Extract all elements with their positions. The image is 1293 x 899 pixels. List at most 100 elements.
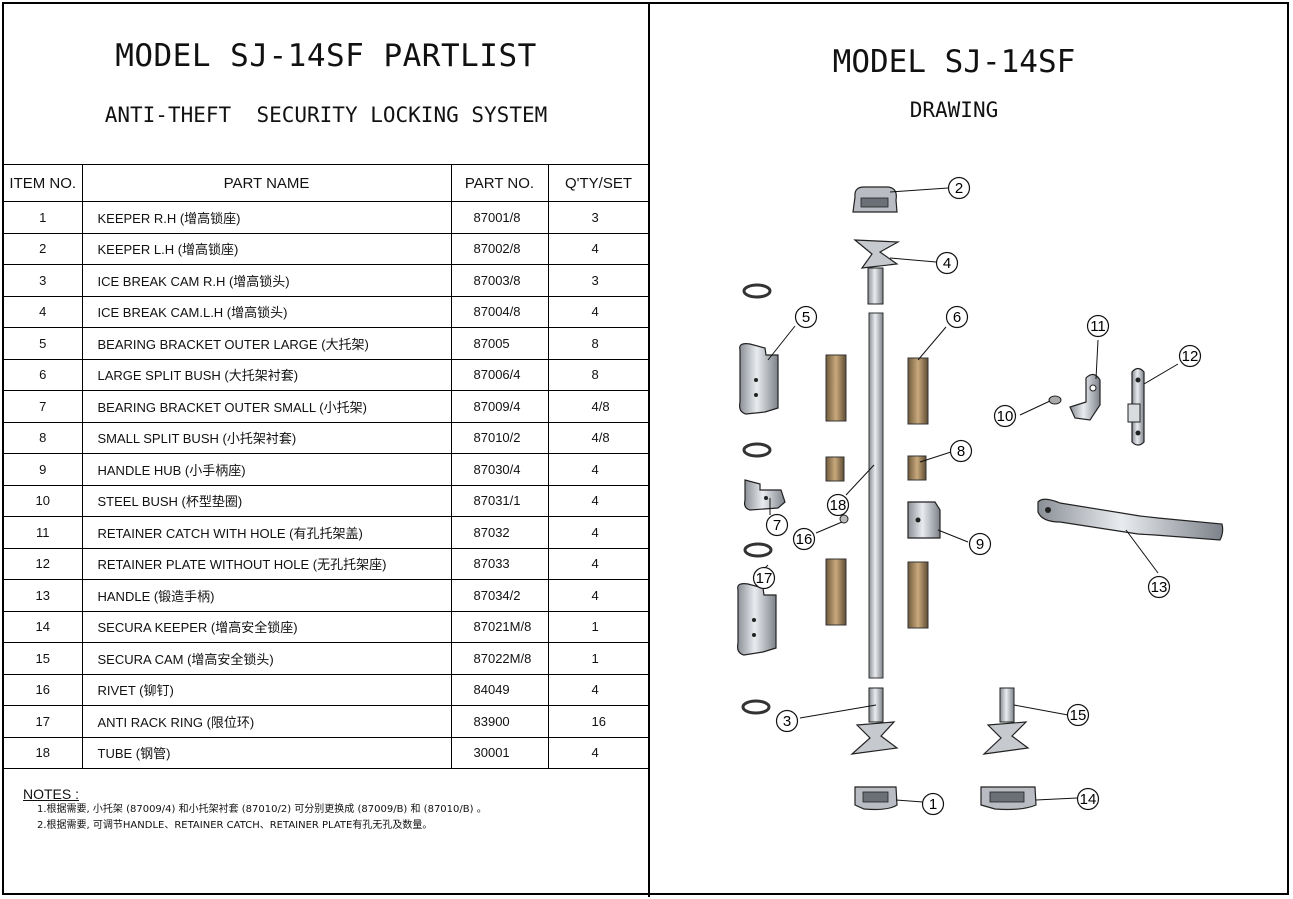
qty-cell: 1 bbox=[547, 610, 650, 643]
part-no-cell: 87034/2 bbox=[450, 579, 549, 612]
qty-cell: 4/8 bbox=[547, 390, 650, 423]
qty-cell: 4/8 bbox=[547, 421, 650, 454]
callout-label: 4 bbox=[943, 255, 951, 272]
qty-cell: 4 bbox=[547, 453, 650, 486]
header-part-name: PART NAME bbox=[81, 164, 452, 202]
retainer-plate-part bbox=[1127, 367, 1145, 446]
qty-cell: 4 bbox=[547, 736, 650, 769]
cam-rh-part bbox=[850, 687, 899, 755]
callout-12: 12 bbox=[1178, 344, 1202, 368]
part-no-cell: 87021M/8 bbox=[450, 610, 549, 643]
qty-cell: 4 bbox=[547, 579, 650, 612]
callout-6: 6 bbox=[945, 305, 969, 329]
large-split-bush-part bbox=[825, 354, 929, 629]
part-name-cell: TUBE (钢管) bbox=[81, 736, 452, 769]
part-no-cell: 30001 bbox=[450, 736, 549, 769]
callout-10: 10 bbox=[993, 404, 1017, 428]
tube-part bbox=[868, 312, 884, 679]
part-no-cell: 87032 bbox=[450, 516, 549, 549]
qty-cell: 4 bbox=[547, 484, 650, 517]
anti-rack-rings bbox=[741, 283, 773, 715]
item-no-cell: 1 bbox=[4, 201, 83, 234]
cam-lh-part bbox=[853, 239, 901, 305]
callout-3: 3 bbox=[775, 709, 799, 733]
callout-circle bbox=[949, 439, 973, 463]
callout-16: 16 bbox=[792, 527, 816, 551]
part-name-cell: SECURA KEEPER (增高安全锁座) bbox=[81, 610, 452, 643]
callout-label: 5 bbox=[802, 309, 810, 326]
callout-circle bbox=[921, 792, 945, 816]
callout-circle bbox=[993, 404, 1017, 428]
callout-circle bbox=[794, 305, 818, 329]
part-no-cell: 87003/8 bbox=[450, 264, 549, 297]
callout-circle bbox=[968, 532, 992, 556]
qty-cell: 3 bbox=[547, 264, 650, 297]
callout-label: 9 bbox=[976, 536, 984, 553]
callout-circle bbox=[775, 709, 799, 733]
item-no-cell: 10 bbox=[4, 484, 83, 517]
callout-label: 14 bbox=[1080, 791, 1097, 808]
callout-18: 18 bbox=[826, 493, 850, 517]
callout-2: 2 bbox=[947, 176, 971, 200]
partlist-title: MODEL SJ-14SF PARTLIST bbox=[115, 38, 537, 74]
callout-7: 7 bbox=[765, 513, 789, 537]
callout-label: 2 bbox=[955, 180, 963, 197]
header-item-no: ITEM NO. bbox=[4, 164, 83, 202]
callout-14: 14 bbox=[1076, 787, 1100, 811]
callout-label: 12 bbox=[1182, 348, 1199, 365]
part-name-cell: BEARING BRACKET OUTER LARGE (大托架) bbox=[81, 327, 452, 360]
part-no-cell: 87031/1 bbox=[450, 484, 549, 517]
part-no-cell: 83900 bbox=[450, 705, 549, 738]
qty-cell: 8 bbox=[547, 358, 650, 391]
callout-8: 8 bbox=[949, 439, 973, 463]
handle-hub-part bbox=[907, 501, 941, 539]
qty-cell: 4 bbox=[547, 516, 650, 549]
part-name-cell: ANTI RACK RING (限位环) bbox=[81, 705, 452, 738]
callout-9: 9 bbox=[968, 532, 992, 556]
callout-label: 7 bbox=[773, 517, 781, 534]
qty-cell: 8 bbox=[547, 327, 650, 360]
small-split-bush-part bbox=[825, 455, 927, 482]
part-name-cell: LARGE SPLIT BUSH (大托架衬套) bbox=[81, 358, 452, 391]
part-no-cell: 84049 bbox=[450, 673, 549, 706]
item-no-cell: 7 bbox=[4, 390, 83, 423]
callout-circle bbox=[945, 305, 969, 329]
steel-bush-part bbox=[1048, 395, 1062, 405]
header-qty: Q'TY/SET bbox=[547, 164, 650, 202]
secura-keeper-part bbox=[980, 786, 1037, 811]
callout-label: 17 bbox=[756, 570, 773, 587]
qty-cell: 3 bbox=[547, 201, 650, 234]
part-no-cell: 87033 bbox=[450, 547, 549, 580]
part-no-cell: 87022M/8 bbox=[450, 642, 549, 675]
qty-cell: 4 bbox=[547, 232, 650, 265]
qty-cell: 16 bbox=[547, 705, 650, 738]
note-line-1: 1.根据需要, 小托架 (87009/4) 和小托架衬套 (87010/2) 可… bbox=[37, 804, 487, 815]
part-name-cell: BEARING BRACKET OUTER SMALL (小托架) bbox=[81, 390, 452, 423]
callouts-layer bbox=[764, 187, 1179, 803]
callout-15: 15 bbox=[1066, 703, 1090, 727]
header-part-no: PART NO. bbox=[450, 164, 549, 202]
item-no-cell: 3 bbox=[4, 264, 83, 297]
callout-circle bbox=[1147, 575, 1171, 599]
bracket-small-part bbox=[743, 479, 786, 511]
retainer-catch-part bbox=[1069, 373, 1101, 421]
item-no-cell: 4 bbox=[4, 295, 83, 328]
callout-4: 4 bbox=[935, 251, 959, 275]
item-no-cell: 2 bbox=[4, 232, 83, 265]
rivet-part bbox=[839, 514, 849, 524]
item-no-cell: 18 bbox=[4, 736, 83, 769]
qty-cell: 1 bbox=[547, 642, 650, 675]
callout-1: 1 bbox=[921, 792, 945, 816]
